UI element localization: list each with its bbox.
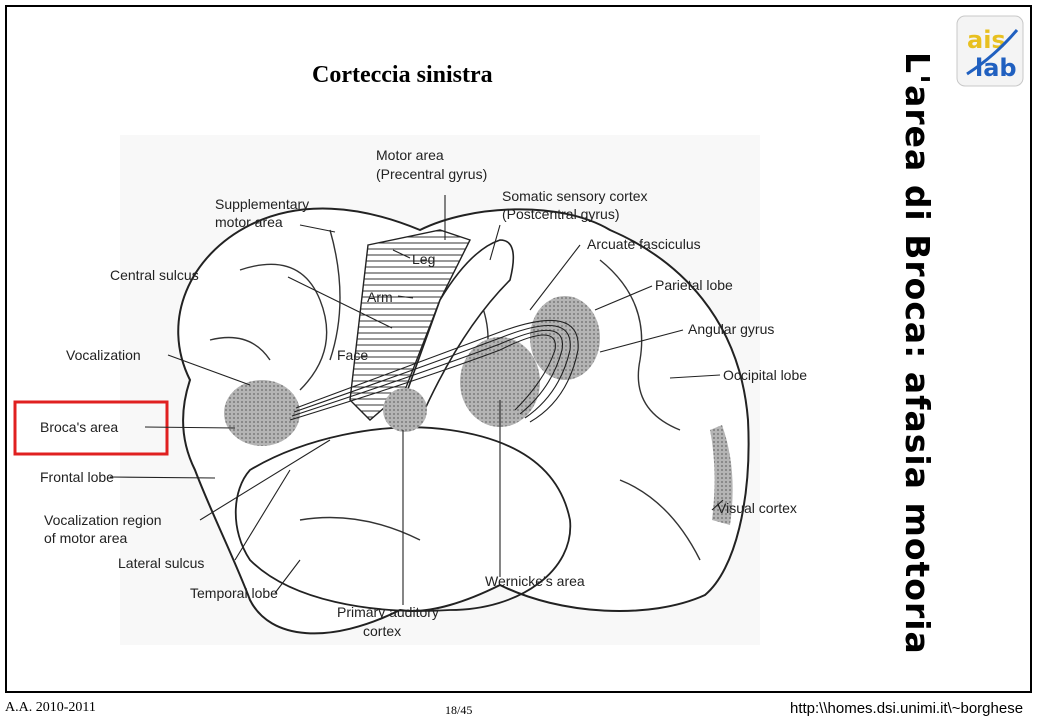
- label-occipital-lobe: Occipital lobe: [723, 367, 807, 383]
- aislab-logo: ais lab: [955, 12, 1027, 90]
- label-supplementary: Supplementary: [215, 196, 309, 212]
- label-wernickes-area: Wernicke's area: [485, 573, 585, 589]
- label-temporal-lobe: Temporal lobe: [190, 585, 278, 601]
- primary-auditory-shade: [383, 388, 427, 432]
- footer-url[interactable]: http:\\homes.dsi.unimi.it\~borghese: [790, 700, 1023, 717]
- footer-page-number: 18/45: [445, 703, 472, 718]
- label-motor-area-supp: motor area: [215, 214, 283, 230]
- label-face: Face: [337, 347, 368, 363]
- label-postcentral-gyrus: (Postcentral gyrus): [502, 206, 619, 222]
- label-motor-area: Motor area: [376, 147, 444, 163]
- label-of-motor-area: of motor area: [44, 530, 127, 546]
- label-lateral-sulcus: Lateral sulcus: [118, 555, 204, 571]
- label-leg: Leg: [412, 251, 435, 267]
- label-cortex: cortex: [363, 623, 401, 639]
- label-angular-gyrus: Angular gyrus: [688, 321, 774, 337]
- brain-diagram: Motor area (Precentral gyrus) Supplement…: [0, 0, 870, 690]
- footer-year: A.A. 2010-2011: [5, 700, 96, 716]
- label-vocalization-region: Vocalization region: [44, 512, 162, 528]
- label-vocalization: Vocalization: [66, 347, 141, 363]
- broca-area-shade: [224, 380, 300, 446]
- label-precentral-gyrus: (Precentral gyrus): [376, 166, 487, 182]
- label-parietal-lobe: Parietal lobe: [655, 277, 733, 293]
- label-arm: Arm: [367, 289, 393, 305]
- label-visual-cortex: Visual cortex: [717, 500, 797, 516]
- label-somatic-sensory: Somatic sensory cortex: [502, 188, 648, 204]
- label-arcuate-fasciculus: Arcuate fasciculus: [587, 236, 701, 252]
- svg-text:lab: lab: [975, 54, 1017, 82]
- label-brocas-area: Broca's area: [40, 419, 118, 435]
- label-primary-auditory: Primary auditory: [337, 604, 439, 620]
- label-frontal-lobe: Frontal lobe: [40, 469, 114, 485]
- label-central-sulcus: Central sulcus: [110, 267, 199, 283]
- slide-title: L'area di Broca: afasia motoria: [877, 52, 937, 692]
